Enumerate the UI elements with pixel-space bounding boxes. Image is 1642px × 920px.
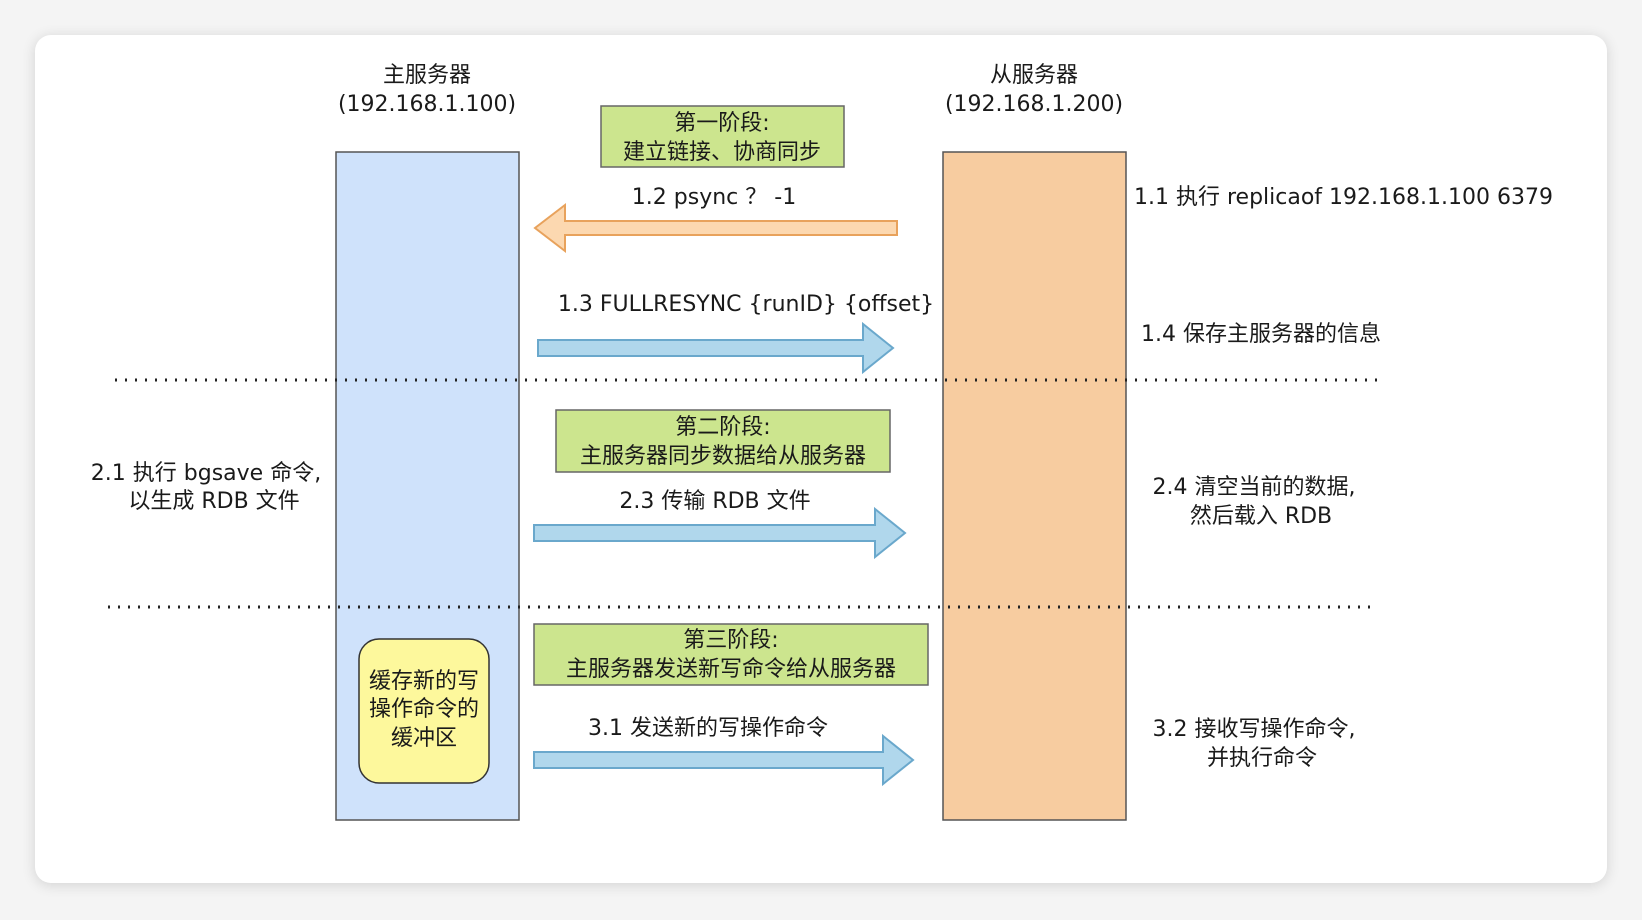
- master-note-2-1-line1: 2.1 执行 bgsave 命令,: [91, 461, 321, 486]
- master-title: 主服务器: [383, 63, 471, 88]
- slave-note-3-2-line1: 3.2 接收写操作命令,: [1153, 717, 1356, 742]
- slave-ip: (192.168.1.200): [945, 92, 1123, 117]
- replication-diagram: 主服务器 (192.168.1.100) 从服务器 (192.168.1.200…: [91, 63, 1553, 821]
- rdb-arrow: [533, 506, 907, 560]
- writecmd-arrow: [533, 733, 915, 787]
- slave-note-2-4-line1: 2.4 清空当前的数据,: [1153, 475, 1356, 500]
- fullresync-arrow: [537, 321, 895, 375]
- msg-rdb-label: 2.3 传输 RDB 文件: [619, 489, 810, 514]
- write-buffer-box: [358, 638, 490, 784]
- psync-arrow: [533, 202, 898, 254]
- stage1-subtitle: 建立链接、协商同步: [623, 140, 821, 165]
- master-ip: (192.168.1.100): [338, 92, 516, 117]
- stage3-title: 第三阶段:: [683, 628, 778, 653]
- stage2-box: [555, 409, 891, 473]
- msg-writecmd-label: 3.1 发送新的写操作命令: [588, 716, 828, 741]
- buffer-line-2: 操作命令的: [369, 697, 479, 722]
- slave-note-3-2-line2: 并执行命令: [1207, 746, 1317, 771]
- stage2-title: 第二阶段:: [675, 415, 770, 440]
- stage3-box: [533, 623, 929, 686]
- stage1-title: 第一阶段:: [674, 111, 769, 136]
- slave-note-2-4-line2: 然后载入 RDB: [1190, 504, 1332, 529]
- slave-note-1-1: 1.1 执行 replicaof 192.168.1.100 6379: [1134, 185, 1553, 210]
- slave-lifeline: [942, 151, 1127, 821]
- diagram-card: 主服务器 (192.168.1.100) 从服务器 (192.168.1.200…: [35, 35, 1607, 883]
- msg-psync-label: 1.2 psync ？ -1: [632, 185, 796, 210]
- msg-fullresync-label: 1.3 FULLRESYNC {runID} {offset}: [558, 292, 934, 317]
- buffer-line-1: 缓存新的写: [369, 669, 479, 694]
- stage1-box: [600, 105, 845, 168]
- slave-note-1-4: 1.4 保存主服务器的信息: [1141, 322, 1381, 347]
- stage3-subtitle: 主服务器发送新写命令给从服务器: [566, 657, 896, 682]
- master-note-2-1-line2: 以生成 RDB 文件: [128, 489, 299, 514]
- slave-title: 从服务器: [990, 63, 1078, 88]
- stage2-subtitle: 主服务器同步数据给从服务器: [580, 444, 866, 469]
- buffer-line-3: 缓冲区: [391, 726, 457, 751]
